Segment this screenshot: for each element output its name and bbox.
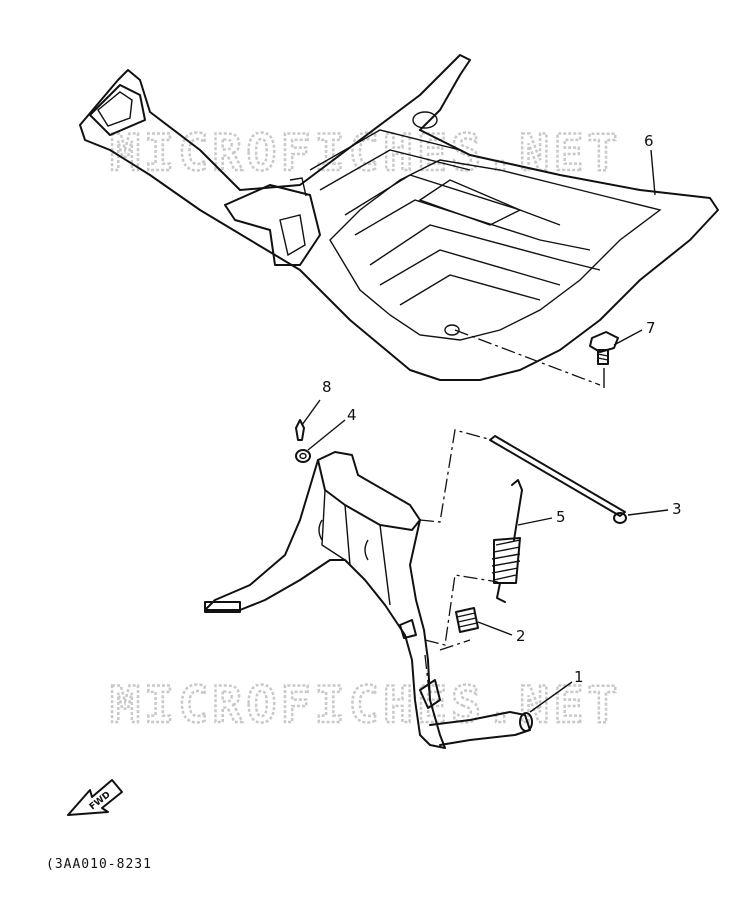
callout-line-4 (307, 419, 346, 451)
watermark-bottom: MICROFICHES.NET (110, 676, 622, 734)
leader-stand-to-comp-spring (439, 639, 471, 651)
callout-5: 5 (556, 508, 566, 526)
tension-spring-drawing (491, 479, 523, 603)
callout-6: 6 (644, 132, 654, 150)
callout-line-1 (529, 681, 573, 713)
callout-1: 1 (574, 668, 584, 686)
watermark-top: MICROFICHES.NET (110, 124, 622, 182)
callout-line-7 (613, 329, 643, 346)
callout-line-8 (301, 399, 321, 426)
callout-8: 8 (322, 378, 332, 396)
callout-4: 4 (347, 406, 357, 424)
fwd-arrow-icon: FWD (67, 779, 123, 816)
footrest-board-drawing (79, 54, 719, 381)
leader-stand-to-spring (424, 574, 499, 646)
diagram-code: (3AA010-8231 (46, 857, 152, 872)
callout-7: 7 (646, 319, 656, 337)
leader-stand-to-lever (424, 654, 431, 701)
compression-spring-drawing (455, 607, 479, 633)
callout-2: 2 (516, 627, 526, 645)
callout-line-5 (517, 517, 553, 526)
leader-board-to-bolt (454, 329, 601, 386)
washer-drawing (295, 449, 311, 463)
callout-line-3 (627, 509, 669, 516)
shaft-drawing (489, 435, 627, 524)
bolt-drawing (589, 331, 619, 388)
cotter-pin-drawing (295, 419, 305, 441)
leader-stand-to-shaft (419, 429, 493, 523)
callout-3: 3 (672, 500, 682, 518)
callout-line-2 (477, 621, 513, 636)
callout-line-6 (650, 149, 656, 196)
